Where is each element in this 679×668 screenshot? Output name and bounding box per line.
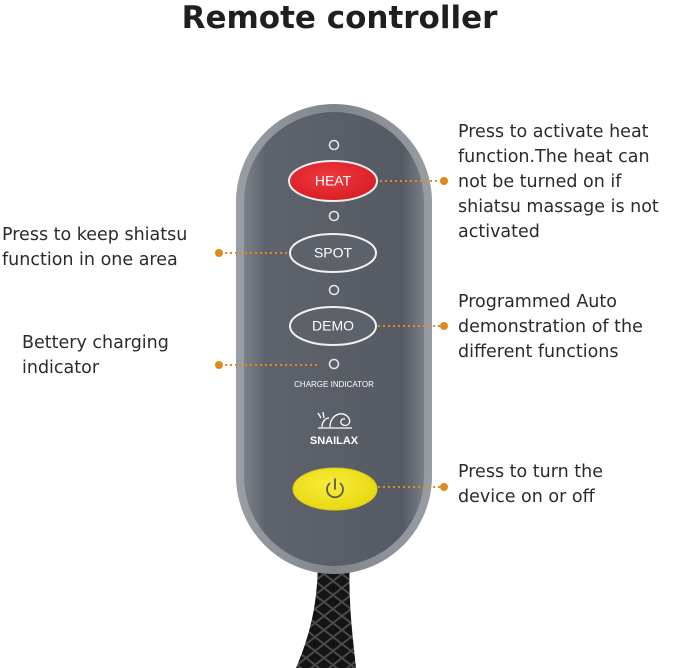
heat-button[interactable]: HEAT xyxy=(288,160,378,202)
leader-dot-charge xyxy=(215,361,223,369)
heat-callout-line: shiatsu massage is not xyxy=(458,197,659,217)
leader-dot-spot xyxy=(215,249,223,257)
heat-callout-line: not be turned on if xyxy=(458,172,622,192)
heat-callout-line: Press to activate heat xyxy=(458,122,649,142)
spot-callout-line: function in one area xyxy=(2,250,178,270)
demo-callout-line: Programmed Auto xyxy=(458,292,617,312)
charge-callout: Bettery charging indicator xyxy=(22,331,169,381)
charge-indicator-led xyxy=(328,358,340,370)
heat-button-label: HEAT xyxy=(315,173,352,189)
spot-button[interactable]: SPOT xyxy=(289,233,377,273)
charge-callout-line: indicator xyxy=(22,358,100,378)
demo-callout-line: different functions xyxy=(458,342,619,362)
page-title: Remote controller xyxy=(181,0,498,36)
leader-dot-heat xyxy=(440,177,448,185)
power-icon xyxy=(326,478,344,499)
charge-callout-line: Bettery charging xyxy=(22,333,169,353)
demo-button-label: DEMO xyxy=(312,318,354,334)
demo-indicator-led xyxy=(328,284,340,296)
heat-indicator-led xyxy=(328,139,340,151)
brand-label: SNAILAX xyxy=(310,435,359,447)
heat-callout-line: activated xyxy=(458,222,540,242)
leader-dots xyxy=(215,177,448,491)
heat-callout: Press to activate heat function.The heat… xyxy=(458,120,659,245)
demo-button[interactable]: DEMO xyxy=(289,306,377,346)
snail-logo-icon xyxy=(317,411,352,429)
heat-callout-line: function.The heat can xyxy=(458,147,650,167)
demo-callout: Programmed Auto demonstration of the dif… xyxy=(458,290,643,365)
spot-button-label: SPOT xyxy=(314,245,353,261)
demo-callout-line: demonstration of the xyxy=(458,317,643,337)
power-callout-line: Press to turn the xyxy=(458,462,603,482)
leader-dot-demo xyxy=(440,322,448,330)
charge-indicator-label: CHARGE INDICATOR xyxy=(294,380,374,389)
spot-indicator-led xyxy=(328,210,340,222)
spot-callout-line: Press to keep shiatsu xyxy=(2,225,188,245)
spot-callout: Press to keep shiatsu function in one ar… xyxy=(2,223,187,273)
power-callout: Press to turn the device on or off xyxy=(458,460,603,510)
leader-lines xyxy=(220,180,442,488)
power-callout-line: device on or off xyxy=(458,487,595,507)
power-button[interactable] xyxy=(292,467,378,511)
leader-dot-power xyxy=(440,483,448,491)
cable xyxy=(296,555,356,668)
